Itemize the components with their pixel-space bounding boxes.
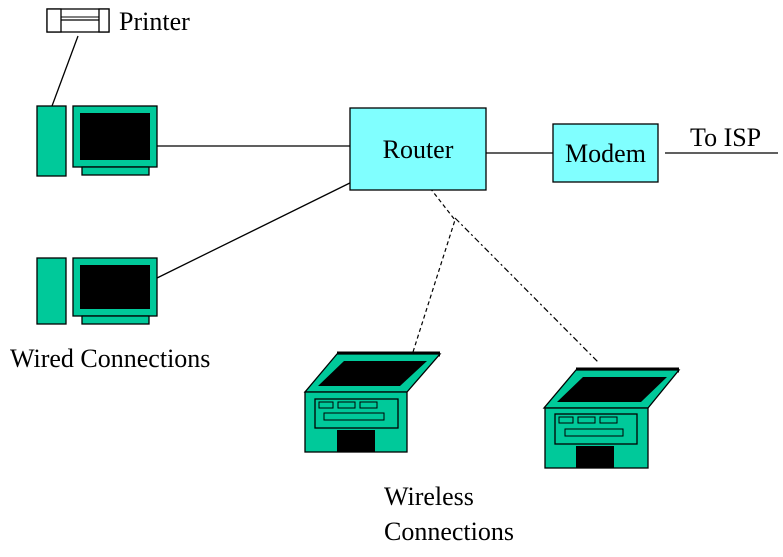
router-box xyxy=(349,107,487,191)
router-label: Router xyxy=(382,135,454,164)
wireless-link-laptop1 xyxy=(412,187,456,353)
wireless-link-laptop2 xyxy=(454,217,599,363)
wireless-label-line2: Connections xyxy=(384,517,514,546)
laptop-icon xyxy=(542,367,681,469)
to-isp-label: To ISP xyxy=(690,123,762,152)
modem-label: Modem xyxy=(565,139,646,168)
printer-to-computer1-line xyxy=(51,35,79,107)
wired-connections-label: Wired Connections xyxy=(10,344,211,373)
modem-box xyxy=(552,123,659,183)
printer-label: Printer xyxy=(119,7,190,36)
wireless-label-line1: Wireless xyxy=(384,482,474,511)
laptop-icon xyxy=(303,351,442,453)
computer2-to-router-line xyxy=(156,177,361,279)
desktop-computer-icon xyxy=(36,105,158,177)
desktop-computer-icon xyxy=(36,257,158,325)
printer-icon xyxy=(46,8,110,33)
